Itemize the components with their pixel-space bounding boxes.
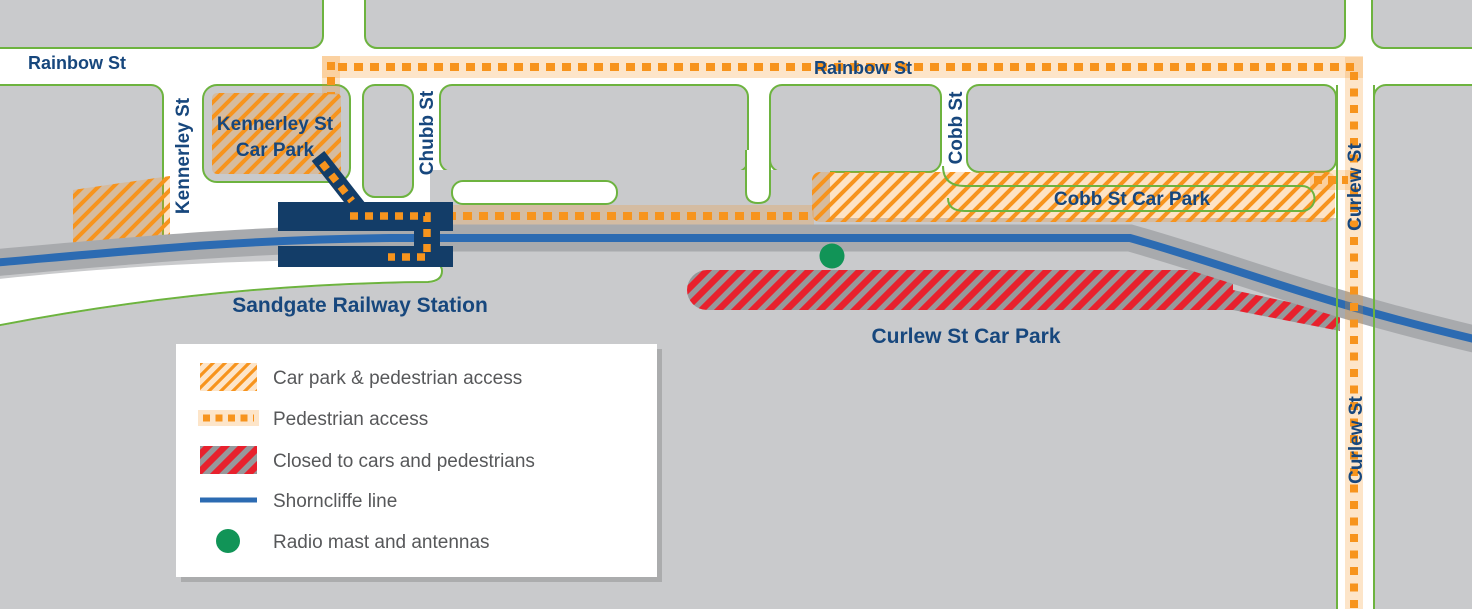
car-park-areas	[73, 93, 1335, 250]
station-label: Sandgate Railway Station	[232, 294, 488, 317]
kennerley-car-park-label-line1: Kennerley St	[217, 114, 334, 135]
block	[439, 84, 749, 173]
kennerley-st-label: Kennerley St	[173, 97, 194, 214]
cobb-car-park-loop-road	[942, 165, 1316, 212]
legend-item-shorncliffe-line: Shorncliffe line	[273, 491, 397, 512]
legend-item-car-park-access: Car park & pedestrian access	[273, 368, 522, 389]
legend-item-pedestrian-access: Pedestrian access	[273, 409, 428, 430]
kennerley-car-park-label-line2: Car Park	[236, 140, 315, 161]
legend-swatch-closed	[200, 446, 257, 474]
legend-swatch-car-park-hatch	[200, 363, 257, 391]
curlew-car-park-label: Curlew St Car Park	[871, 325, 1060, 348]
block	[769, 84, 942, 173]
pedestrian-dotted-routes	[327, 62, 1358, 609]
block	[362, 84, 414, 198]
station-internal-route	[350, 212, 431, 261]
cobb-car-park-hatch	[812, 172, 1335, 222]
rainbow-st-label-west: Rainbow St	[28, 53, 126, 73]
rainbow-band-start	[322, 56, 340, 95]
sandgate-station	[278, 151, 453, 267]
map-labels: Rainbow St Rainbow St Kennerley St Chubb…	[28, 53, 1367, 484]
legend-swatch-mast	[216, 529, 240, 553]
curlew-band	[1345, 57, 1363, 609]
street-edge-green	[0, 260, 444, 327]
west-car-park-hatch	[73, 176, 170, 250]
block	[1371, 0, 1472, 49]
legend-item-closed: Closed to cars and pedestrians	[273, 451, 535, 472]
kennerley-car-park-hatch	[212, 93, 341, 174]
curlew-street-top-layer	[1336, 57, 1375, 609]
curlew-car-park-closed-area	[687, 270, 1340, 331]
block	[966, 84, 1337, 173]
radio-mast-dot	[819, 243, 845, 269]
cobb-st-label: Cobb St	[946, 91, 967, 164]
station-platform-south	[278, 246, 453, 267]
chubb-st-label: Chubb St	[417, 90, 438, 175]
curlew-st-label-north: Curlew St	[1345, 143, 1366, 231]
block	[364, 0, 1346, 49]
street-stub-north	[745, 150, 771, 205]
cobb-car-park-label: Cobb St Car Park	[1054, 189, 1211, 210]
rainbow-st-label-center: Rainbow St	[814, 58, 912, 78]
curlew-st-label-south: Curlew St	[1346, 396, 1367, 484]
block	[0, 0, 324, 49]
street-stub-station	[451, 180, 618, 205]
legend-item-radio-mast: Radio mast and antennas	[273, 532, 490, 553]
legend: Car park & pedestrian access Pedestrian …	[176, 344, 662, 582]
